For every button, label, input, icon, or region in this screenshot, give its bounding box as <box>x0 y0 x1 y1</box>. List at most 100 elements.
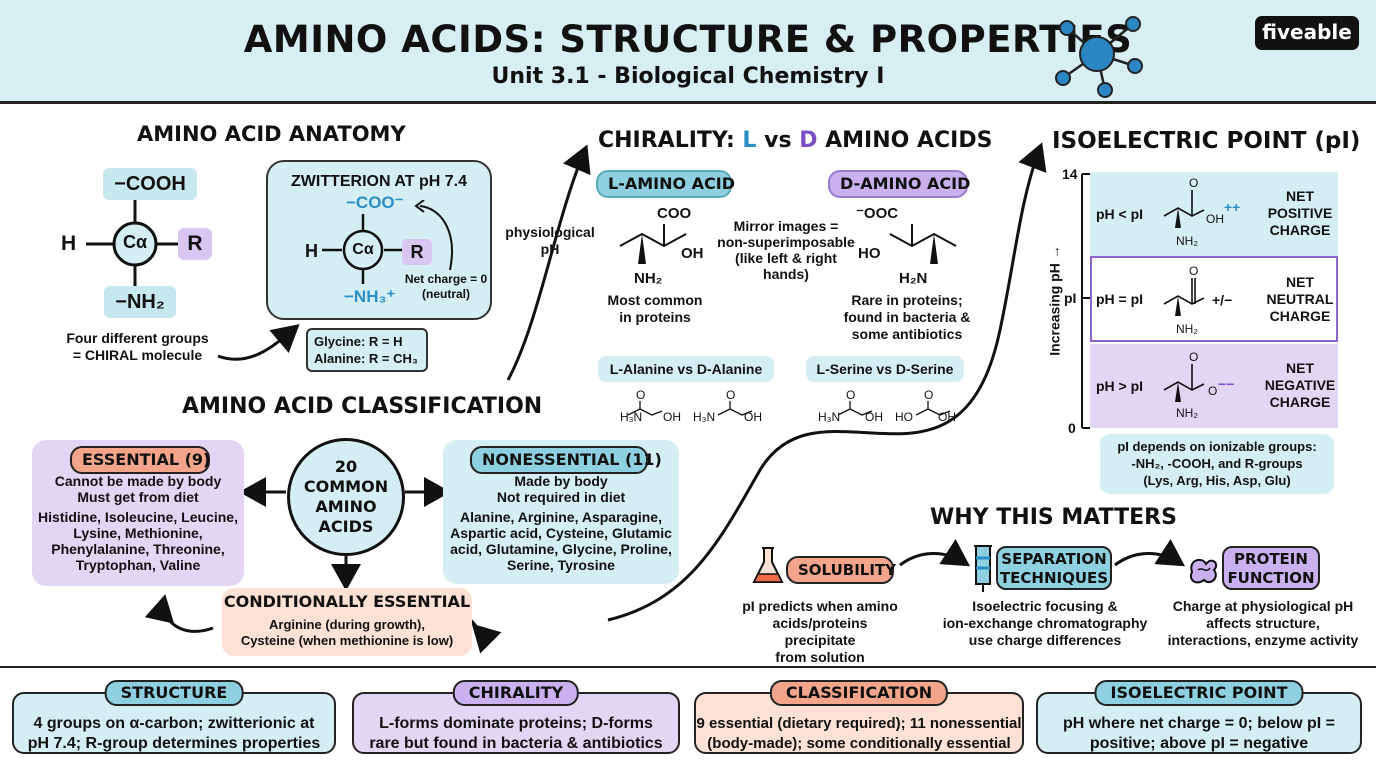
mini-ho-4: HO <box>895 410 913 424</box>
pi-row-negative <box>1090 344 1338 428</box>
mini-o-2: O <box>726 388 736 402</box>
mini-o-3: O <box>846 388 856 402</box>
l-oh-label: OH <box>681 245 704 262</box>
nonessential-label: NONESSENTIAL (11) <box>470 446 662 474</box>
summary-classification-label: CLASSIFICATION <box>769 680 949 706</box>
solubility-line2: acids/proteins precipitate <box>772 615 868 648</box>
pi-row3-desc-line1: NET <box>1286 360 1314 376</box>
twenty-amino-acids-circle <box>287 438 405 556</box>
arrow-conditional-essential <box>144 594 214 633</box>
zwitterion-alpha-carbon: Cα <box>352 241 374 258</box>
fiveable-logo: fiveable <box>1255 16 1359 50</box>
flask-icon <box>752 547 784 583</box>
why-heading: WHY THIS MATTERS <box>930 505 1177 530</box>
essential-desc-line2: Must get from diet <box>77 489 199 505</box>
summary-isoelectric-line1: pH where net charge = 0; below pI = <box>1062 715 1336 732</box>
pi-row3-desc: NET NEGATIVE CHARGE <box>1260 360 1340 411</box>
pi-row3-cond: pH > pI <box>1096 378 1144 394</box>
chiral-caption-line2: = CHIRAL molecule <box>72 347 203 363</box>
essential-list-line1: Histidine, Isoleucine, Leucine, <box>38 509 238 525</box>
separation-label-line2: TECHNIQUES <box>999 569 1109 587</box>
summary-card-isoelectric: ISOELECTRIC POINT pH where net charge = … <box>1036 680 1362 754</box>
d-ooc-label: ⁻OOC <box>856 205 899 222</box>
solubility-description: pI predicts when amino acids/proteins pr… <box>740 598 900 666</box>
mini-h3n-3: H₃N <box>818 410 841 424</box>
d-h2n-label: H₂N <box>899 270 928 287</box>
conditional-label: CONDITIONALLY ESSENTIAL <box>223 592 471 611</box>
summary-chirality-label: CHIRALITY <box>452 680 580 706</box>
pi-row3-group: O <box>1208 384 1218 398</box>
protein-function-label: PROTEIN FUNCTION <box>1222 546 1320 590</box>
pi-row3-amine: NH₂ <box>1176 406 1198 420</box>
arrow-anatomy-to-zwitterion <box>217 324 300 361</box>
arrow-solubility-separation <box>899 538 971 567</box>
pi-row1-cond: pH < pI <box>1096 206 1144 222</box>
summary-card-classification: CLASSIFICATION 9 essential (dietary requ… <box>694 680 1024 754</box>
l-amino-acid-label: L-AMINO ACID <box>596 170 735 198</box>
molecule-icon <box>1055 16 1143 98</box>
axis-mid-label: pI <box>1064 290 1077 306</box>
mirror-images-note: Mirror images = non-superimposable (like… <box>715 218 857 282</box>
center-line4: ACIDS <box>318 517 374 536</box>
mirror-line4: hands) <box>763 266 809 282</box>
arrow-to-pi <box>607 142 1047 622</box>
conditional-line1: Arginine (during growth), <box>269 617 425 632</box>
mirror-line3: (like left & right <box>735 250 837 266</box>
pi-row-positive <box>1090 172 1338 256</box>
solubility-line1: pI predicts when amino <box>742 598 898 614</box>
summary-structure-line1: 4 groups on α-carbon; zwitterionic at <box>33 715 315 732</box>
header-banner <box>0 0 1376 104</box>
essential-list-line4: Tryptophan, Valine <box>75 557 201 573</box>
pi-row1-o: O <box>1189 176 1199 190</box>
pi-row2-desc: NET NEUTRAL CHARGE <box>1260 274 1340 325</box>
alpha-carbon: Cα <box>122 232 148 252</box>
essential-list-line2: Lysine, Methionine, <box>73 525 203 541</box>
center-line2: COMMON <box>303 477 389 496</box>
pi-row2-desc-line1: NET <box>1286 274 1314 290</box>
nonessential-desc-line2: Not required in diet <box>496 489 626 505</box>
nh2-group: −NH₂ <box>104 286 176 318</box>
protein-label-line1: PROTEIN <box>1234 550 1308 568</box>
chirality-heading-prefix: CHIRALITY: <box>598 128 743 153</box>
separation-label-line1: SEPARATION <box>1001 550 1107 568</box>
net-charge-line2: (neutral) <box>422 287 470 301</box>
ph-axis <box>1081 173 1090 429</box>
pi-row2-amine: NH₂ <box>1176 322 1198 336</box>
mirror-line2: non-superimposable <box>717 234 855 250</box>
l-amino-acid-structure <box>619 224 687 264</box>
summary-chirality-line2: rare but found in bacteria & antibiotics <box>369 735 663 752</box>
conditional-line2: Cysteine (when methionine is low) <box>240 633 454 648</box>
separation-label: SEPARATION TECHNIQUES <box>996 546 1112 590</box>
serine-pair-label: L-Serine vs D-Serine <box>806 356 964 382</box>
mini-oh-1: OH <box>663 410 681 424</box>
chirality-heading-d: D <box>799 128 818 153</box>
zwitterion-r-group: R <box>402 239 432 265</box>
essential-description: Cannot be made by body Must get from die… <box>32 473 244 573</box>
chirality-heading-l: L <box>742 128 757 153</box>
summary-chirality-line1: L-forms dominate proteins; D-forms <box>379 715 653 732</box>
pi-row-structures <box>1163 190 1205 402</box>
zwitterion-structure <box>322 200 453 284</box>
summary-classification-text: 9 essential (dietary required); 11 nones… <box>696 714 1022 754</box>
coo-minus: −COO⁻ <box>346 193 404 212</box>
separation-line3: use charge differences <box>968 632 1122 648</box>
physiological-line2: pH <box>540 241 560 257</box>
r-group: R <box>178 228 212 260</box>
nh3-plus: −NH₃⁺ <box>344 287 396 306</box>
pi-row1-group: OH <box>1206 212 1224 226</box>
twenty-amino-acids-text: 20 COMMON AMINO ACIDS <box>287 457 405 537</box>
pi-row2-desc-line3: CHARGE <box>1269 308 1331 324</box>
d-ho-label: HO <box>858 245 881 262</box>
summary-card-structure: STRUCTURE 4 groups on α-carbon; zwitteri… <box>12 680 336 754</box>
pi-row3-charge: −− <box>1218 376 1235 392</box>
pi-row2-o: O <box>1189 264 1199 278</box>
mini-o-1: O <box>636 388 646 402</box>
mini-molecules <box>627 401 951 416</box>
pi-row3-o: O <box>1189 350 1199 364</box>
summary-isoelectric-text: pH where net charge = 0; below pI = posi… <box>1038 714 1360 754</box>
separation-line1: Isoelectric focusing & <box>972 598 1118 614</box>
pi-row-neutral <box>1090 256 1338 342</box>
pi-row2-cond: pH = pI <box>1096 291 1144 307</box>
nonessential-desc-line1: Made by body <box>514 473 608 489</box>
